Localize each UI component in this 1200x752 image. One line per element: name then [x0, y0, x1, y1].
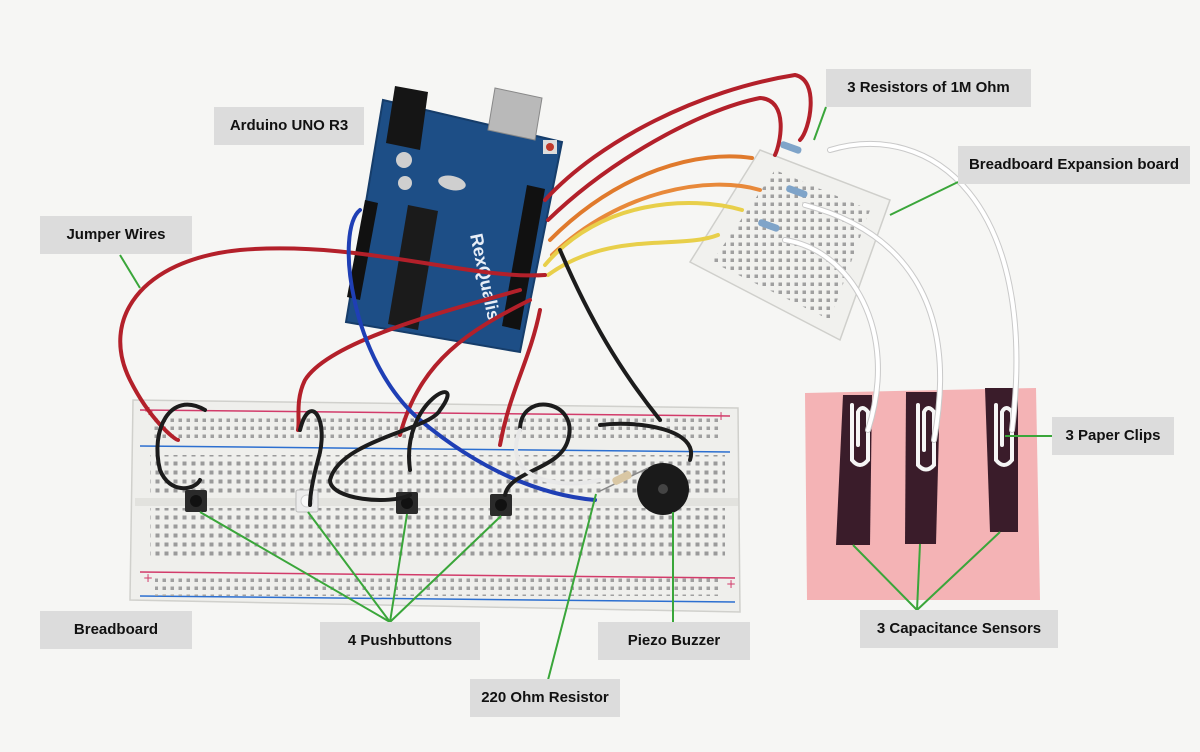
label-paper-clips: 3 Paper Clips: [1052, 417, 1174, 455]
power-rail-top: [150, 418, 720, 440]
wire-red: [543, 72, 813, 202]
wire-red: [546, 95, 783, 222]
wire-yellow: [546, 233, 720, 277]
label-expansion-board: Breadboard Expansion board: [958, 146, 1190, 184]
wire-black: [503, 402, 572, 497]
wire-white: [828, 141, 1019, 432]
label-jumper-wires: Jumper Wires: [40, 216, 192, 254]
rail-line-blue-top: [139, 445, 731, 453]
power-rail-bottom: [155, 578, 720, 596]
resistor-1m: [786, 185, 808, 198]
expansion-breadboard: [688, 141, 891, 342]
resistor-1m: [780, 141, 802, 154]
dc-jack: [386, 86, 428, 150]
wire-black: [155, 402, 207, 491]
arduino-board: RexQualis: [344, 86, 564, 354]
wire-yellow: [543, 201, 744, 267]
label-resistors-1m: 3 Resistors of 1M Ohm: [826, 69, 1031, 107]
wire-white: [783, 238, 880, 432]
label-capacitance-sensors: 3 Capacitance Sensors: [860, 610, 1058, 648]
wire-white: [803, 203, 943, 442]
capacitance-sensors: [836, 388, 1018, 545]
wire-red: [296, 288, 522, 432]
label-resistor-220: 220 Ohm Resistor: [470, 679, 620, 717]
paper-clip: [850, 403, 870, 467]
wire-red: [498, 308, 542, 447]
jumper-wires: [118, 72, 1020, 507]
resistor-1m: [758, 219, 780, 232]
piezo-buzzer: [637, 463, 689, 515]
plus-mark: +: [716, 409, 726, 423]
label-breadboard: Breadboard: [40, 611, 192, 649]
wire-orange: [548, 154, 754, 242]
center-channel: [135, 498, 738, 506]
wire-black: [558, 248, 662, 422]
wire-black: [327, 390, 450, 502]
wire-red: [118, 246, 547, 442]
microcontroller-chip: [388, 205, 438, 330]
terminal-strip-bottom: [150, 508, 725, 556]
plus-mark: +: [726, 577, 736, 591]
label-arduino: Arduino UNO R3: [214, 107, 364, 145]
plus-mark: +: [143, 571, 153, 585]
label-pushbuttons: 4 Pushbuttons: [320, 622, 480, 660]
wire-white: [514, 428, 602, 486]
resistor-220: [597, 467, 649, 493]
header-power: [347, 200, 378, 300]
wire-black: [298, 409, 324, 507]
wire-black: [598, 421, 694, 462]
capacitance-sensor: [836, 395, 872, 545]
wire-blue: [346, 208, 597, 502]
usb-port: [487, 87, 543, 141]
label-piezo-buzzer: Piezo Buzzer: [598, 622, 750, 660]
